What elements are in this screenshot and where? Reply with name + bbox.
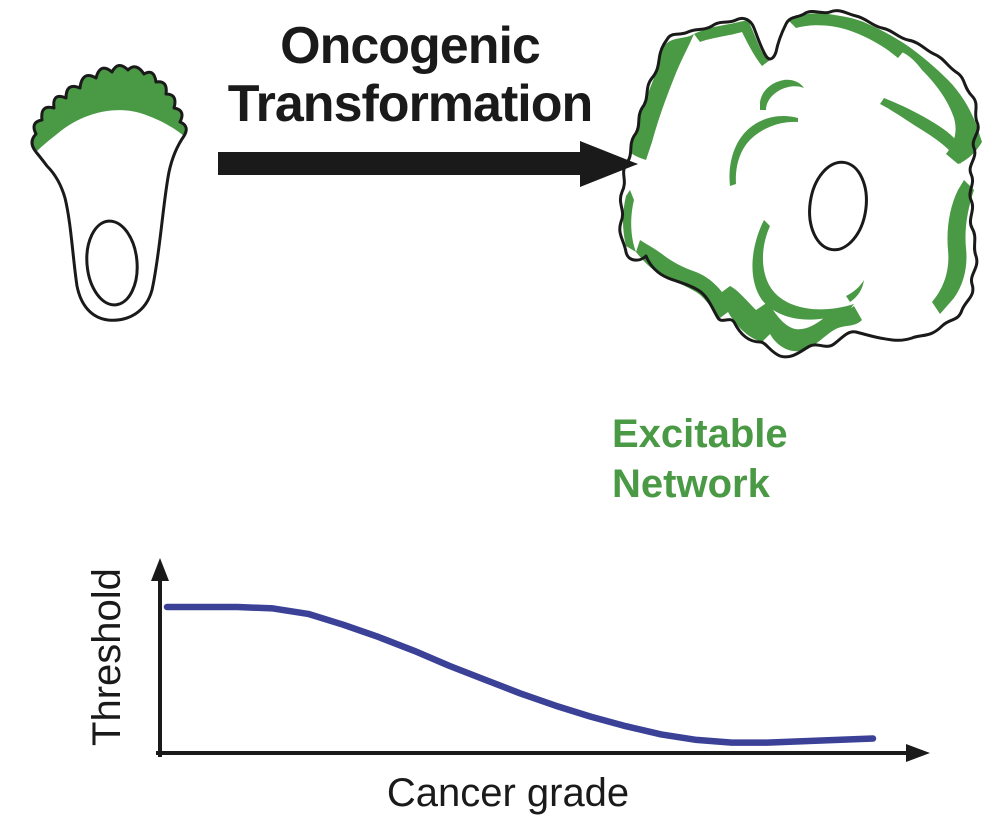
y-axis-arrowhead-icon (151, 558, 169, 581)
excitable-patch-top (694, 20, 770, 66)
excitable-crescent-mid (729, 116, 798, 186)
normal-cell-outline (30, 64, 188, 322)
transformed-cell (618, 9, 982, 359)
excitable-crescent-bottom-small (846, 280, 864, 302)
transformation-arrow (218, 141, 638, 187)
excitable-patch-notch-right (788, 13, 908, 58)
transformed-cell-body (619, 10, 979, 357)
excitable-network-label-line2: Network (612, 462, 771, 506)
y-axis-label: Threshold (85, 568, 129, 746)
figure-title-line2: Transformation (228, 75, 593, 133)
normal-cell-nucleus (85, 219, 139, 307)
normal-cell-body (32, 65, 187, 321)
excitable-crescent-big (752, 220, 854, 320)
excitable-crescent-inner-right (880, 98, 966, 164)
excitable-crescent-small-top (760, 79, 804, 110)
transformed-cell-outline (618, 9, 980, 359)
transformed-cell-nucleus (808, 160, 868, 252)
normal-cell (30, 64, 188, 322)
excitable-network-patches (623, 13, 982, 352)
x-axis-label: Cancer grade (387, 771, 629, 815)
excitable-network-label-line1: Excitable (612, 412, 788, 456)
excitable-patch-left (623, 190, 636, 252)
excitable-patch-right (932, 180, 974, 314)
threshold-chart: Threshold Cancer grade (85, 558, 930, 815)
figure-title-line1: Oncogenic (280, 17, 540, 75)
excitable-patch-top-left (630, 34, 694, 160)
excitable-patch-bottom (636, 240, 862, 352)
threshold-curve (163, 603, 877, 746)
excitable-patch-top-right (902, 46, 982, 164)
x-axis-arrowhead-icon (906, 744, 930, 762)
